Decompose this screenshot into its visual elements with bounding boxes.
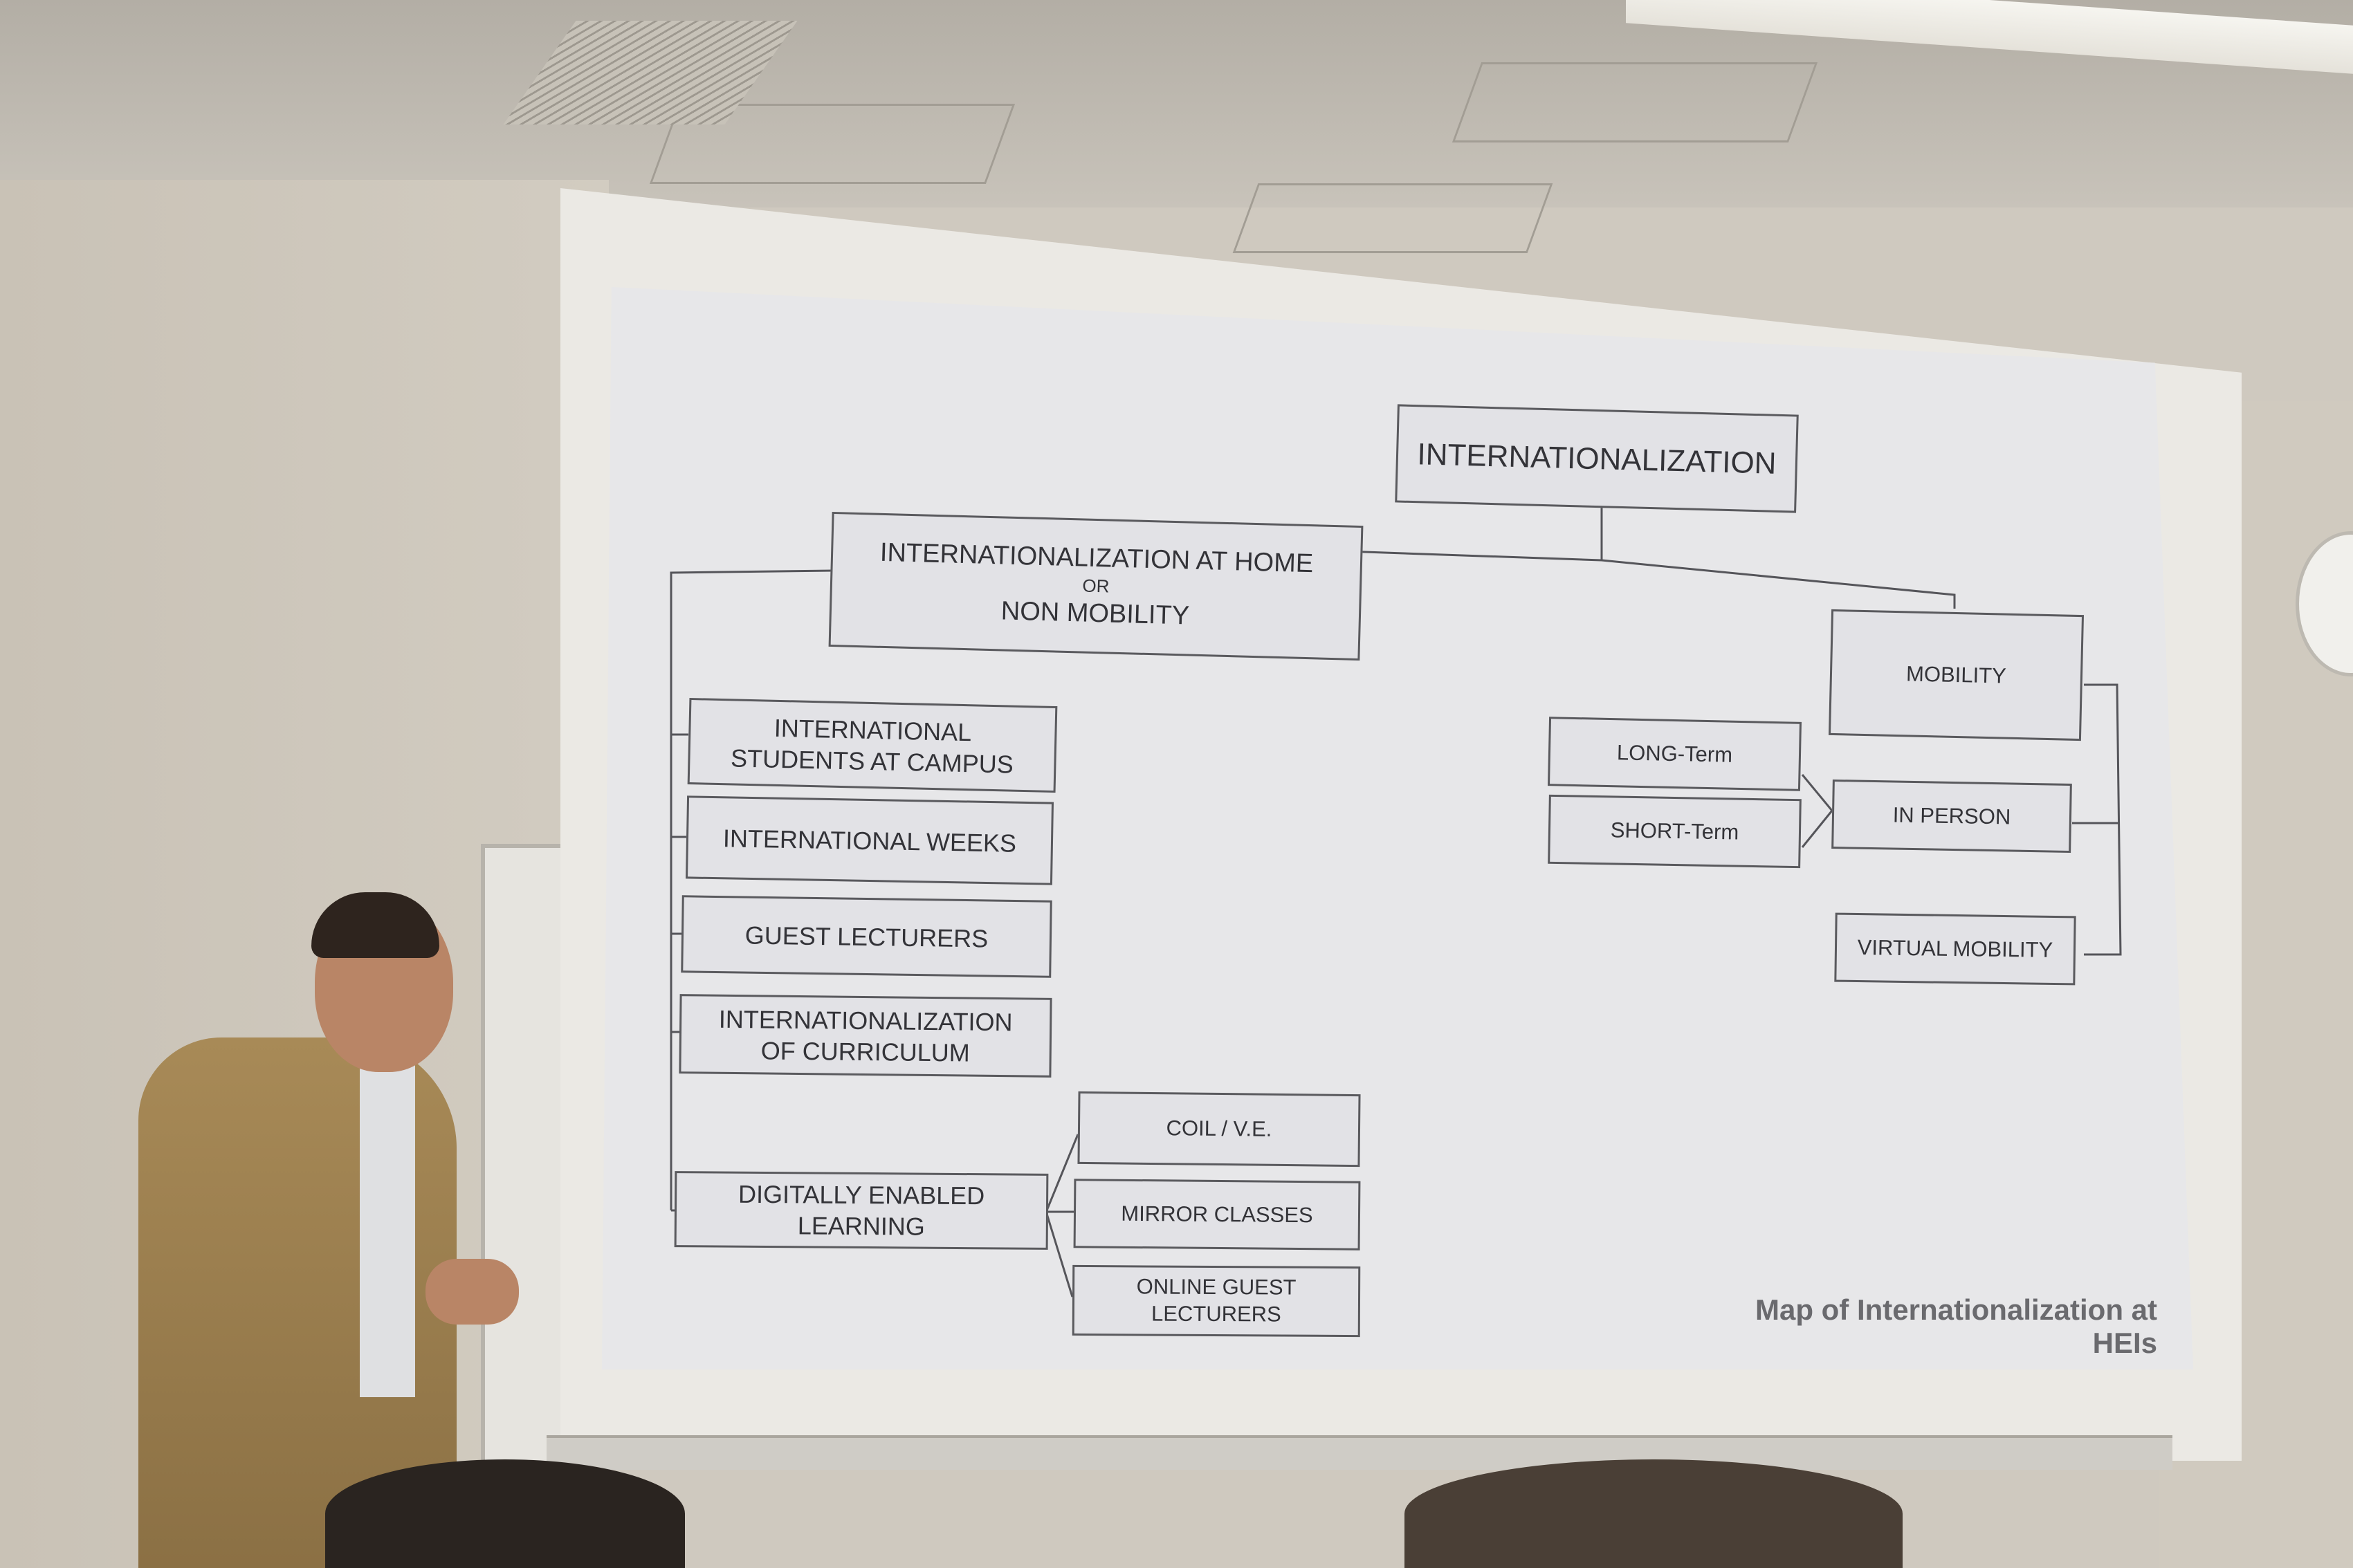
digital-line2: LEARNING xyxy=(797,1211,925,1241)
audience-head xyxy=(1404,1459,1903,1568)
screen-bottom-bar xyxy=(547,1435,2172,1470)
digital-line1: DIGITALLY ENABLED xyxy=(738,1179,985,1210)
lecturers-label: GUEST LECTURERS xyxy=(744,921,989,952)
virtual-node: VIRTUAL MOBILITY xyxy=(1834,912,2076,986)
online-line1: ONLINE GUEST xyxy=(1136,1274,1297,1300)
slide-caption: Map of Internationalization at HEIs xyxy=(1755,1293,2157,1359)
mirror-node: MIRROR CLASSES xyxy=(1073,1179,1361,1251)
curriculum-node: INTERNATIONALIZATION OF CURRICULUM xyxy=(679,994,1052,1078)
short-term-node: SHORT-Term xyxy=(1548,794,1802,869)
online-node: ONLINE GUEST LECTURERS xyxy=(1072,1264,1361,1338)
short-term-label: SHORT-Term xyxy=(1610,818,1739,845)
long-term-node: LONG-Term xyxy=(1547,717,1802,791)
presenter-hands xyxy=(425,1259,519,1325)
root-node: INTERNATIONALIZATION xyxy=(1395,404,1799,513)
coil-label: COIL / V.E. xyxy=(1166,1116,1272,1141)
presenter-hair xyxy=(311,892,439,958)
in-person-label: IN PERSON xyxy=(1892,802,2011,829)
root-label: INTERNATIONALIZATION xyxy=(1416,436,1777,481)
home-line2: NON MOBILITY xyxy=(1000,596,1190,631)
mobility-node: MOBILITY xyxy=(1828,609,2085,741)
students-node: INTERNATIONAL STUDENTS AT CAMPUS xyxy=(687,697,1058,793)
curriculum-line1: INTERNATIONALIZATION xyxy=(718,1004,1013,1036)
lecturers-node: GUEST LECTURERS xyxy=(681,895,1052,978)
mirror-label: MIRROR CLASSES xyxy=(1121,1201,1313,1227)
home-or: OR xyxy=(1082,575,1110,597)
in-person-node: IN PERSON xyxy=(1831,779,2072,854)
long-term-label: LONG-Term xyxy=(1616,739,1733,767)
digital-node: DIGITALLY ENABLED LEARNING xyxy=(674,1171,1049,1250)
students-line1: INTERNATIONAL xyxy=(773,713,972,746)
students-line2: STUDENTS AT CAMPUS xyxy=(730,743,1014,779)
weeks-node: INTERNATIONAL WEEKS xyxy=(685,795,1054,885)
audience-head xyxy=(325,1459,685,1568)
presenter-shirt xyxy=(360,1065,415,1397)
home-line1: INTERNATIONALIZATION AT HOME xyxy=(879,537,1314,578)
online-line2: LECTURERS xyxy=(1151,1301,1281,1327)
coil-node: COIL / V.E. xyxy=(1077,1091,1361,1168)
mobility-label: MOBILITY xyxy=(1905,661,2007,688)
weeks-label: INTERNATIONAL WEEKS xyxy=(722,823,1017,858)
virtual-label: VIRTUAL MOBILITY xyxy=(1857,934,2053,962)
curriculum-line2: OF CURRICULUM xyxy=(760,1035,970,1067)
home-node: INTERNATIONALIZATION AT HOME OR NON MOBI… xyxy=(828,511,1364,661)
